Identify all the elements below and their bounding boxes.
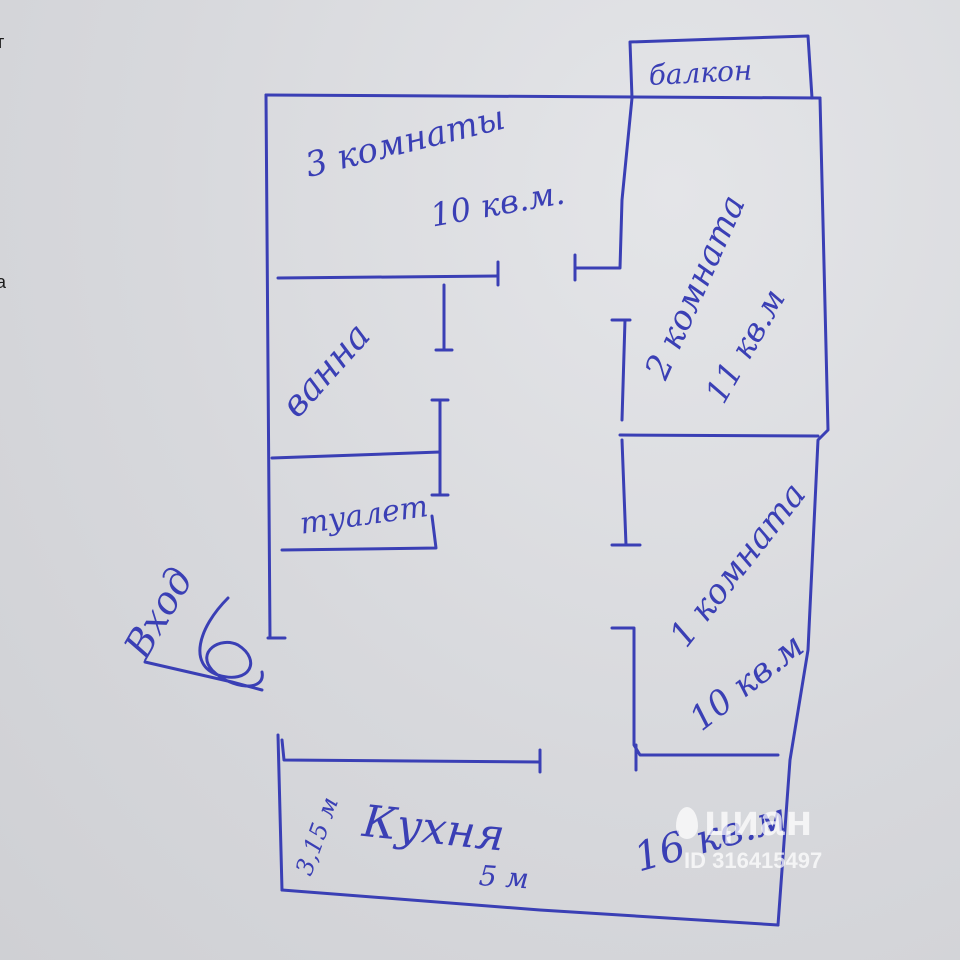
bath-door-post-bottom [430, 398, 450, 497]
balcony-label: балкон [647, 53, 754, 92]
outer-wall-top [264, 93, 822, 100]
bath-door-post-top [434, 283, 454, 352]
toilet-wall [280, 514, 438, 552]
outer-wall-left-top [264, 93, 272, 640]
outer-wall-bottom [280, 888, 780, 927]
watermark-brand-text: циан [704, 796, 814, 845]
room3-bottom-wall [276, 274, 500, 280]
kitchen-length-dim: 5 м [477, 859, 531, 896]
watermark-pin-icon [676, 807, 698, 839]
outer-wall-right [776, 96, 830, 927]
room1-left-wall [610, 438, 642, 547]
kitchen-top-wall [280, 738, 542, 764]
room2-left-wall-upper [620, 318, 627, 422]
outer-wall-left-bottom [276, 733, 284, 892]
edge-text-2: а [0, 272, 7, 292]
watermark-id: ID 316415497 [684, 848, 823, 873]
room1-divider [618, 433, 820, 438]
balcony-box [628, 34, 814, 100]
bath-toilet-divider [270, 450, 442, 460]
room1-lower-left-wall [610, 626, 780, 757]
room2-top-left-wall [573, 96, 634, 270]
entrance-arrow [143, 596, 264, 692]
edge-text-1: т [0, 32, 5, 52]
watermark-brand: циан [676, 796, 813, 846]
